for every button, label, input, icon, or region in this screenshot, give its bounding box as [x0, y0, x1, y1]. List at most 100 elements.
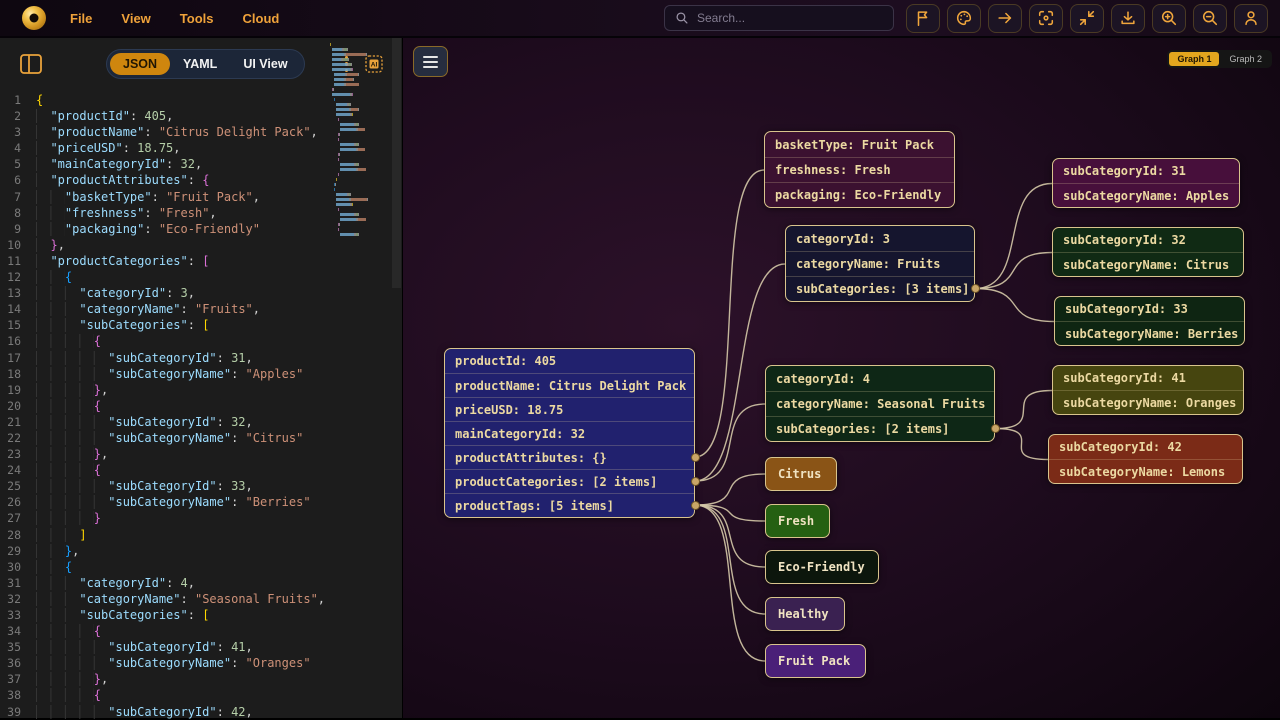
code-line: 9 "packaging": "Eco-Friendly" — [0, 221, 402, 237]
connector-dot[interactable] — [690, 500, 700, 510]
minimap-line — [330, 47, 388, 52]
focus-button[interactable] — [1029, 3, 1063, 33]
line-number: 20 — [7, 398, 21, 413]
arrow-right-button[interactable] — [988, 3, 1022, 33]
node-label: Fresh — [778, 514, 815, 528]
graph-node-tag-fruitpack[interactable]: Fruit Pack — [765, 644, 866, 678]
graph-node-main[interactable]: productId: 405 productName: Citrus Deligh… — [444, 348, 695, 518]
download-button[interactable] — [1111, 3, 1145, 33]
app-logo-icon[interactable] — [22, 6, 46, 30]
connector-dot[interactable] — [690, 476, 700, 486]
line-number: 10 — [7, 237, 21, 252]
minimap-line — [330, 162, 388, 167]
menu-item-tools[interactable]: Tools — [179, 10, 214, 26]
code-line: 26 "subCategoryName": "Berries" — [0, 494, 402, 510]
collapse-button[interactable] — [1070, 3, 1104, 33]
minimap-line — [330, 187, 388, 192]
node-row: productId: 405 — [455, 354, 557, 368]
graph-edge — [694, 473, 766, 506]
code-line: 1{ — [0, 92, 402, 108]
graph-edge — [974, 287, 1055, 323]
menu-item-view[interactable]: View — [121, 10, 151, 26]
graph-tab-graph-2[interactable]: Graph 2 — [1229, 54, 1262, 64]
graph-menu-button[interactable] — [413, 46, 448, 77]
code-editor[interactable]: 1{2 "productId": 405,3 "productName": "C… — [0, 92, 402, 719]
minimap-line — [330, 137, 388, 142]
tab-ui-view[interactable]: UI View — [243, 57, 288, 71]
menu-item-cloud[interactable]: Cloud — [242, 10, 280, 26]
graph-edge — [694, 263, 786, 482]
connector-dot[interactable] — [970, 284, 980, 293]
code-line: 25 "subCategoryId": 33, — [0, 478, 402, 494]
node-row: subCategoryName: Apples — [1053, 183, 1239, 207]
graph-tab-graph-1[interactable]: Graph 1 — [1169, 52, 1220, 66]
zoom-in-button[interactable] — [1152, 3, 1186, 33]
download-icon — [1119, 9, 1137, 27]
code-line: 6 "productAttributes": { — [0, 172, 402, 188]
minimap-line — [330, 142, 388, 147]
code-line: 7 "basketType": "Fruit Pack", — [0, 189, 402, 205]
minimap-line — [330, 207, 388, 212]
line-number: 36 — [7, 656, 21, 671]
flag-button[interactable] — [906, 3, 940, 33]
user-button[interactable] — [1234, 3, 1268, 33]
menu-item-file[interactable]: File — [70, 10, 93, 26]
graph-node-tag-healthy[interactable]: Healthy — [765, 597, 845, 631]
search-input[interactable] — [697, 11, 883, 25]
code-line: 35 "subCategoryId": 41, — [0, 639, 402, 655]
ai-assistant-button[interactable]: AI — [362, 52, 386, 76]
minimap-line — [330, 82, 388, 87]
code-line: 10 }, — [0, 237, 402, 253]
line-number: 27 — [7, 511, 21, 526]
line-number: 29 — [7, 543, 21, 558]
line-number: 30 — [7, 559, 21, 574]
graph-node-tag-eco[interactable]: Eco-Friendly — [765, 550, 879, 584]
panel-left-icon — [20, 54, 42, 74]
minimap-line — [330, 77, 388, 82]
code-line: 30 { — [0, 559, 402, 575]
code-line: 15 "subCategories": [ — [0, 317, 402, 333]
node-row: subCategoryId: 33 — [1065, 302, 1188, 316]
line-number: 11 — [7, 253, 21, 268]
code-line: 33 "subCategories": [ — [0, 607, 402, 623]
zoom-out-button[interactable] — [1193, 3, 1227, 33]
graph-node-tag-fresh[interactable]: Fresh — [765, 504, 830, 538]
minimap-line — [330, 152, 388, 157]
minimap-line — [330, 127, 388, 132]
connector-dot[interactable] — [990, 424, 1000, 433]
search-icon — [676, 12, 688, 24]
graph-node-tag-citrus[interactable]: Citrus — [765, 457, 837, 491]
minimap-line — [330, 177, 388, 182]
tab-yaml[interactable]: YAML — [183, 57, 218, 71]
search-bar[interactable] — [664, 5, 894, 31]
node-row: priceUSD: 18.75 — [445, 397, 694, 421]
node-row: productName: Citrus Delight Pack — [445, 373, 694, 397]
minimap-line — [330, 182, 388, 187]
graph-edge — [694, 504, 766, 662]
graph-canvas[interactable]: Graph 1 Graph 2 productId: 405 productName… — [403, 38, 1280, 718]
graph-tabs: Graph 1 Graph 2 — [1167, 50, 1272, 68]
node-row: subCategoryName: Lemons — [1049, 459, 1242, 483]
sidebar-toggle-button[interactable] — [16, 50, 46, 78]
line-number: 31 — [7, 575, 21, 590]
palette-button[interactable] — [947, 3, 981, 33]
minimap-line — [330, 67, 388, 72]
line-number: 12 — [7, 270, 21, 285]
line-number: 37 — [7, 672, 21, 687]
line-number: 16 — [7, 334, 21, 349]
editor-scrollbar[interactable] — [392, 38, 401, 288]
connector-dot[interactable] — [690, 452, 700, 462]
minimap-line — [330, 232, 388, 237]
editor-minimap[interactable] — [330, 42, 388, 237]
tab-json[interactable]: JSON — [110, 53, 171, 75]
app-header: File View Tools Cloud — [0, 0, 1280, 38]
minimap-line — [330, 42, 388, 47]
